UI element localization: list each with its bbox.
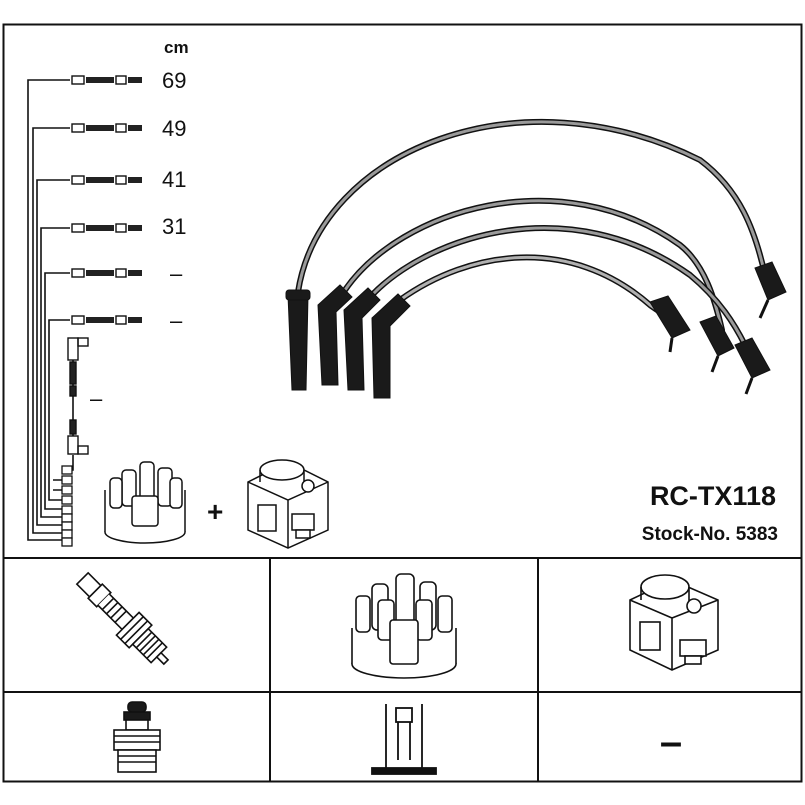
- lead-length-1: 69: [162, 68, 186, 93]
- lead-connector-5: [71, 268, 142, 278]
- plug-terminal-icon: [113, 701, 161, 773]
- bus-line-2: [32, 127, 70, 534]
- product-code: RC-TX118: [650, 481, 776, 511]
- coil-lead: [67, 337, 89, 455]
- cap-end-boots: [649, 261, 787, 395]
- plug-boots: [285, 284, 411, 399]
- bus-line-3: [36, 179, 70, 526]
- unit-label: cm: [164, 38, 189, 57]
- bus-line-5: [44, 272, 70, 510]
- coil-lead-length: –: [90, 386, 103, 411]
- spark-plug-icon: [75, 571, 170, 666]
- lead-length-4: 31: [162, 214, 186, 239]
- lead-connector-3: [71, 175, 142, 185]
- bus-line-4: [40, 227, 70, 518]
- lead-connector-2: [71, 123, 142, 133]
- lead-connector-1: [71, 75, 142, 85]
- bus-terminals: [61, 465, 73, 547]
- ignition-coil-icon: [247, 459, 329, 549]
- ignition-coil-large-icon: [629, 574, 719, 671]
- distributor-cap-icon: [104, 461, 186, 544]
- outer-frame: [2, 23, 803, 783]
- lead-connector-4: [71, 223, 142, 233]
- ignition-cable-set: [295, 118, 768, 348]
- bus-line-6: [48, 319, 70, 501]
- lead-length-2: 49: [162, 116, 186, 141]
- bus-line-1: [27, 79, 70, 541]
- cap-terminal-icon: [371, 704, 437, 775]
- distributor-cap-large-icon: [351, 573, 457, 679]
- fitment-none-marker: –: [660, 720, 682, 764]
- lead-length-6: –: [170, 308, 183, 333]
- lead-length-5: –: [170, 261, 183, 286]
- stock-number: Stock-No. 5383: [642, 524, 778, 545]
- bus-stubs: [53, 479, 62, 491]
- lead-connector-6: [71, 315, 142, 325]
- lead-length-3: 41: [162, 167, 186, 192]
- plus-sign: +: [207, 496, 223, 527]
